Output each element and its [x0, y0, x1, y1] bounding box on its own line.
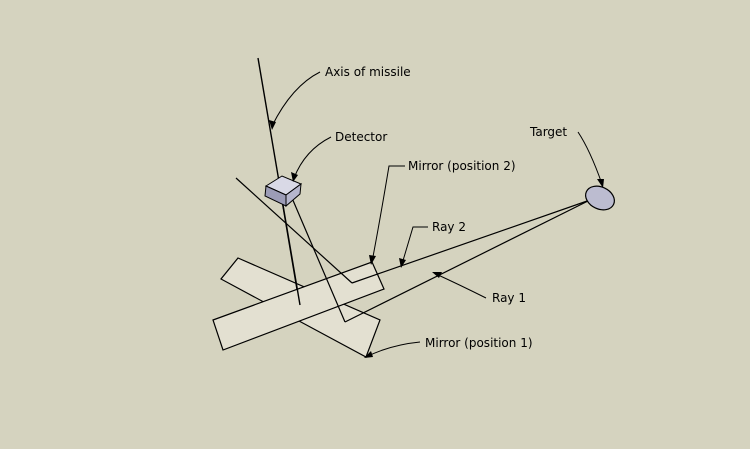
arrowhead-ray-2	[399, 258, 406, 268]
reflected-ray-2	[280, 194, 298, 291]
leader-target	[577, 131, 603, 185]
arrowhead-mirror-position-1	[364, 351, 373, 358]
target-ellipse	[585, 185, 615, 211]
mirror-normal-line	[235, 177, 353, 284]
ray-2-line	[351, 199, 591, 284]
arrowhead-ray-1	[432, 272, 442, 278]
label-mirror-position-1: Mirror (position 1)	[425, 336, 533, 350]
arrowhead-detector	[291, 172, 298, 182]
label-axis-of-missile: Axis of missile	[325, 65, 411, 79]
label-ray-2: Ray 2	[432, 220, 466, 234]
label-mirror-position-2: Mirror (position 2)	[408, 159, 516, 173]
leader-axis-of-missile	[271, 71, 321, 127]
arrowhead-axis-of-missile	[269, 120, 276, 130]
leader-mirror-position-1	[365, 341, 421, 358]
leader-detector	[293, 136, 332, 179]
arrowhead-target	[597, 179, 604, 188]
leader-mirror-position-2	[371, 165, 405, 263]
label-detector: Detector	[335, 130, 387, 144]
leader-ray-2	[401, 226, 428, 265]
ray-1-line	[344, 199, 591, 323]
leader-ray-1	[435, 273, 487, 299]
reflected-ray-1	[291, 197, 346, 323]
label-ray-1: Ray 1	[492, 291, 526, 305]
label-target: Target	[529, 125, 567, 139]
arrowhead-mirror-position-2	[369, 255, 376, 265]
detector-box	[264, 175, 303, 208]
mirror-position-2	[212, 261, 385, 351]
